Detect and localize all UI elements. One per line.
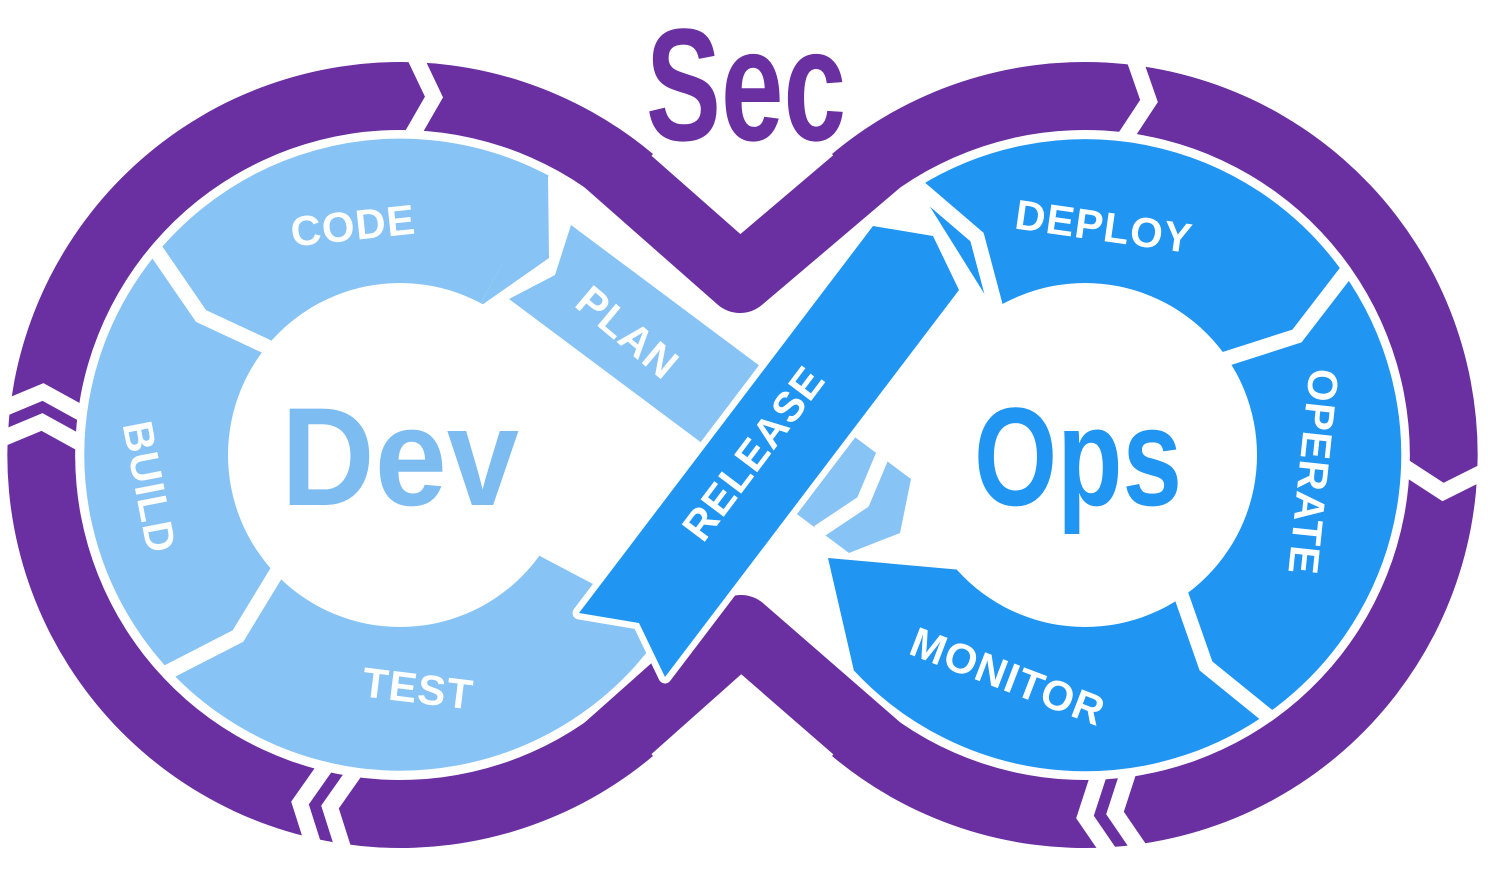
- sec-loop-top-valley-band: [583, 135, 902, 313]
- build-test-chevron-cut-icon: [162, 563, 287, 680]
- sec-infinity-loop: [0, 51, 1488, 860]
- sec-loop-bottom-peak-band: [583, 595, 902, 775]
- ops-ring: DEPLOY OPERATE MONITOR Ops: [828, 139, 1402, 772]
- ops-ring-band: [853, 139, 1402, 772]
- ops-center-circle: [913, 283, 1257, 627]
- chevron-cut-bottom-right-icon: [1106, 767, 1148, 856]
- dev-ring-band: [84, 138, 656, 771]
- chevron-cut-right-edge-icon: [1398, 459, 1488, 502]
- sec-loop-left-arc: [7, 62, 654, 849]
- chevron-cut-bottom-left2-icon: [291, 761, 333, 850]
- plan-tail-chevron-cut-icon: [814, 449, 891, 538]
- code-arrowhead-icon: [479, 176, 549, 307]
- release-deploy-chevron-cut-icon: [910, 178, 1006, 318]
- chevron-cut-top-left-icon: [404, 51, 444, 141]
- deploy-operate-chevron-cut-icon: [1216, 266, 1353, 369]
- monitor-arrowhead-icon: [828, 558, 962, 671]
- dev-center-circle: [228, 283, 572, 627]
- sec-loop-chevron-cuts: [0, 51, 1488, 860]
- sec-loop-right-arc: [832, 62, 1478, 849]
- chevron-cut-left-edge2-icon: [0, 383, 87, 422]
- sec-title: Sec: [646, 0, 846, 174]
- chevron-cut-left-edge-icon: [0, 413, 86, 452]
- operate-monitor-chevron-cut-icon: [1171, 586, 1274, 723]
- chevron-cut-top-right-icon: [1117, 55, 1158, 144]
- dev-label: Dev: [281, 378, 519, 535]
- chevron-cut-bottom-right2-icon: [1076, 771, 1118, 860]
- chevron-cut-bottom-left-icon: [321, 765, 363, 854]
- release-banner-band: [572, 219, 966, 684]
- ops-label: Ops: [974, 378, 1182, 535]
- code-build-chevron-cut-icon: [148, 244, 278, 357]
